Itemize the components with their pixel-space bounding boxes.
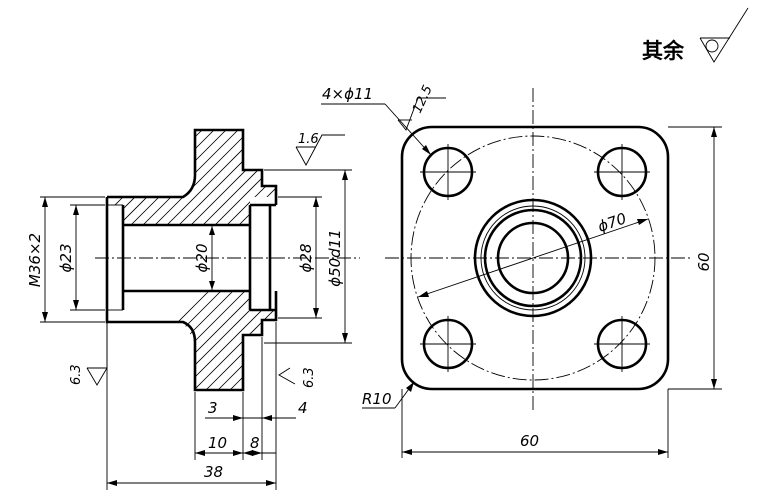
dim-d50d11: ϕ50d11 <box>326 229 344 287</box>
roughness-left: 6.3 <box>69 364 84 385</box>
dim-3: 3 <box>208 399 218 417</box>
roughness-right: 6.3 <box>302 367 317 388</box>
dim-holes: 4×ϕ11 <box>322 85 373 103</box>
roughness-top: 1.6 <box>298 132 319 147</box>
dim-r10: R10 <box>362 390 392 408</box>
note-text: 其余 <box>642 39 685 63</box>
bore <box>496 221 570 295</box>
section-view: M36×2 ϕ23 ϕ20 ϕ28 ϕ50d11 1.6 <box>26 128 360 490</box>
dim-10: 10 <box>208 434 227 452</box>
section-outline <box>105 128 278 392</box>
dim-38: 38 <box>204 463 223 481</box>
roughness-holes: 12.5 <box>410 83 436 116</box>
dim-8: 8 <box>250 434 260 452</box>
dim-d23: ϕ23 <box>57 244 75 273</box>
dim-d20: ϕ20 <box>193 244 211 273</box>
dim-4: 4 <box>298 399 308 417</box>
top-view: 4×ϕ11 12.5 ϕ70 60 60 R10 <box>321 83 722 458</box>
dim-width60: 60 <box>520 432 539 450</box>
boss-outer <box>473 198 593 318</box>
general-roughness-note: 其余 <box>642 7 749 63</box>
dim-height60: 60 <box>695 252 713 271</box>
section-hatching-lower <box>107 291 276 390</box>
dim-m36: M36×2 <box>26 233 44 287</box>
dim-d28: ϕ28 <box>297 244 315 273</box>
dim-d70: ϕ70 <box>595 209 628 235</box>
